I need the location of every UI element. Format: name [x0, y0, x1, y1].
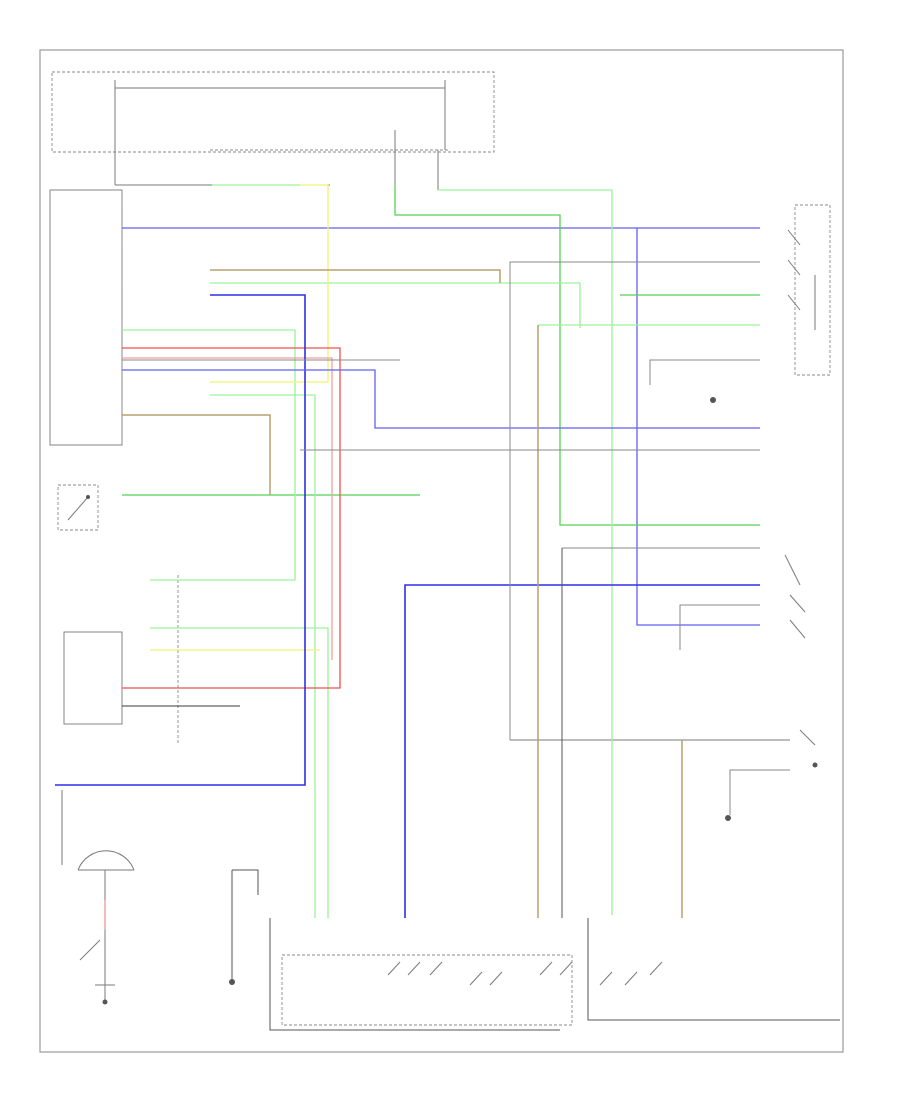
- wire-black: [122, 548, 840, 1031]
- control-unit-lower: [63, 575, 179, 745]
- wire-gray: [122, 261, 790, 815]
- gauge-sensor: [61, 790, 135, 1000]
- wire-green-main: [122, 185, 760, 526]
- wire-red: [122, 347, 341, 689]
- wire-dark-blue: [55, 294, 760, 918]
- ground-terminals: [102, 397, 818, 1005]
- wire-light-green: [122, 184, 760, 918]
- bottom-switch-cluster: [281, 954, 663, 1026]
- control-unit-upper: [49, 189, 123, 446]
- wire-blue-main: [122, 227, 760, 626]
- diagram-frame: [39, 49, 844, 1053]
- right-switch-group: [787, 204, 831, 376]
- right-lower-switches: [510, 554, 816, 746]
- wire-tan: [122, 269, 683, 918]
- underhood-fuse-box: [51, 71, 495, 215]
- wire-yellow: [150, 184, 329, 651]
- sensor-switch-left: [57, 484, 99, 531]
